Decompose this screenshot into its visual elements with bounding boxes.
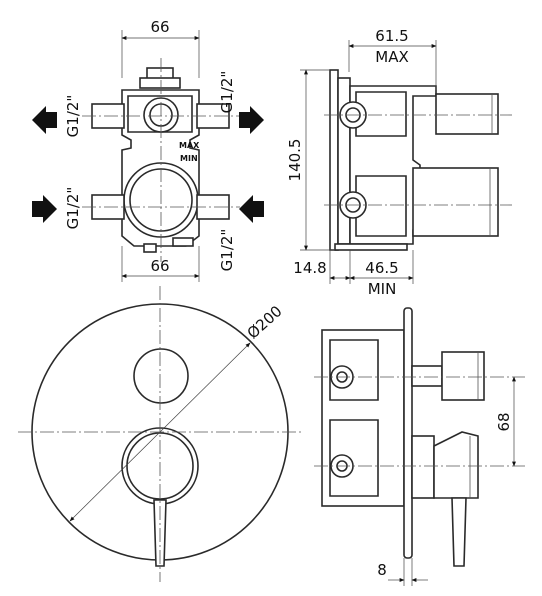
dimension-depth-max-label: MAX — [375, 48, 408, 66]
arrow-left-inlet-icon — [32, 195, 57, 223]
foot-right — [172, 237, 194, 247]
flow-arrows — [32, 106, 264, 223]
knob-stem — [411, 365, 443, 387]
thread-label-lower-left: G1/2" — [64, 187, 82, 230]
diverter-knob-side — [441, 351, 485, 401]
mounting-flange — [329, 69, 339, 251]
diverter-knob — [133, 348, 189, 404]
foot-left — [143, 243, 157, 253]
lever-body-side — [433, 431, 479, 499]
dimension-depth-min-label: MIN — [368, 280, 397, 298]
side-cover-plate — [403, 307, 413, 559]
assembly-upper-chamber — [329, 339, 379, 401]
assembly-lower-chamber — [329, 419, 379, 497]
upper-chamber — [127, 95, 193, 133]
dimension-flange-offset: 14.8 — [293, 259, 326, 277]
side-bottom-rail — [334, 243, 408, 251]
valve-body-front-view: 66 MAX MIN — [82, 18, 240, 262]
rosette-side — [411, 435, 435, 499]
cover-plate-side-view — [314, 307, 525, 567]
dimension-outlet-spacing: 68 — [495, 412, 513, 431]
dimension-diameter: Ø200 — [244, 302, 286, 342]
arrow-right-outlet-icon — [239, 106, 264, 134]
dimension-line-diameter — [69, 342, 251, 522]
cover-plate-front-view — [18, 286, 302, 582]
side-assembly-body — [321, 329, 405, 507]
top-stem-collar — [139, 77, 181, 89]
valve-body-side-view — [324, 69, 512, 251]
dimension-plate-thickness: 8 — [377, 561, 387, 579]
arrow-right-inlet-icon — [239, 195, 264, 223]
side-upper-pipe — [435, 93, 499, 135]
marking-max: MAX — [179, 141, 200, 150]
dimension-depth-max-value: 61.5 — [375, 27, 408, 45]
side-cartridge — [412, 167, 499, 237]
lever-handle-side — [451, 497, 467, 567]
dimension-width-top: 66 — [150, 18, 169, 36]
thread-label-bottom-right: G1/2" — [218, 229, 236, 272]
thread-label-top-right: G1/2" — [218, 71, 236, 114]
thread-label-upper-left: G1/2" — [64, 95, 82, 138]
dimension-height: 140.5 — [286, 139, 304, 182]
marking-min: MIN — [180, 154, 198, 163]
dimension-depth-min-value: 46.5 — [365, 259, 398, 277]
arrow-left-outlet-icon — [32, 106, 57, 134]
dimension-width-bottom: 66 — [150, 257, 169, 275]
